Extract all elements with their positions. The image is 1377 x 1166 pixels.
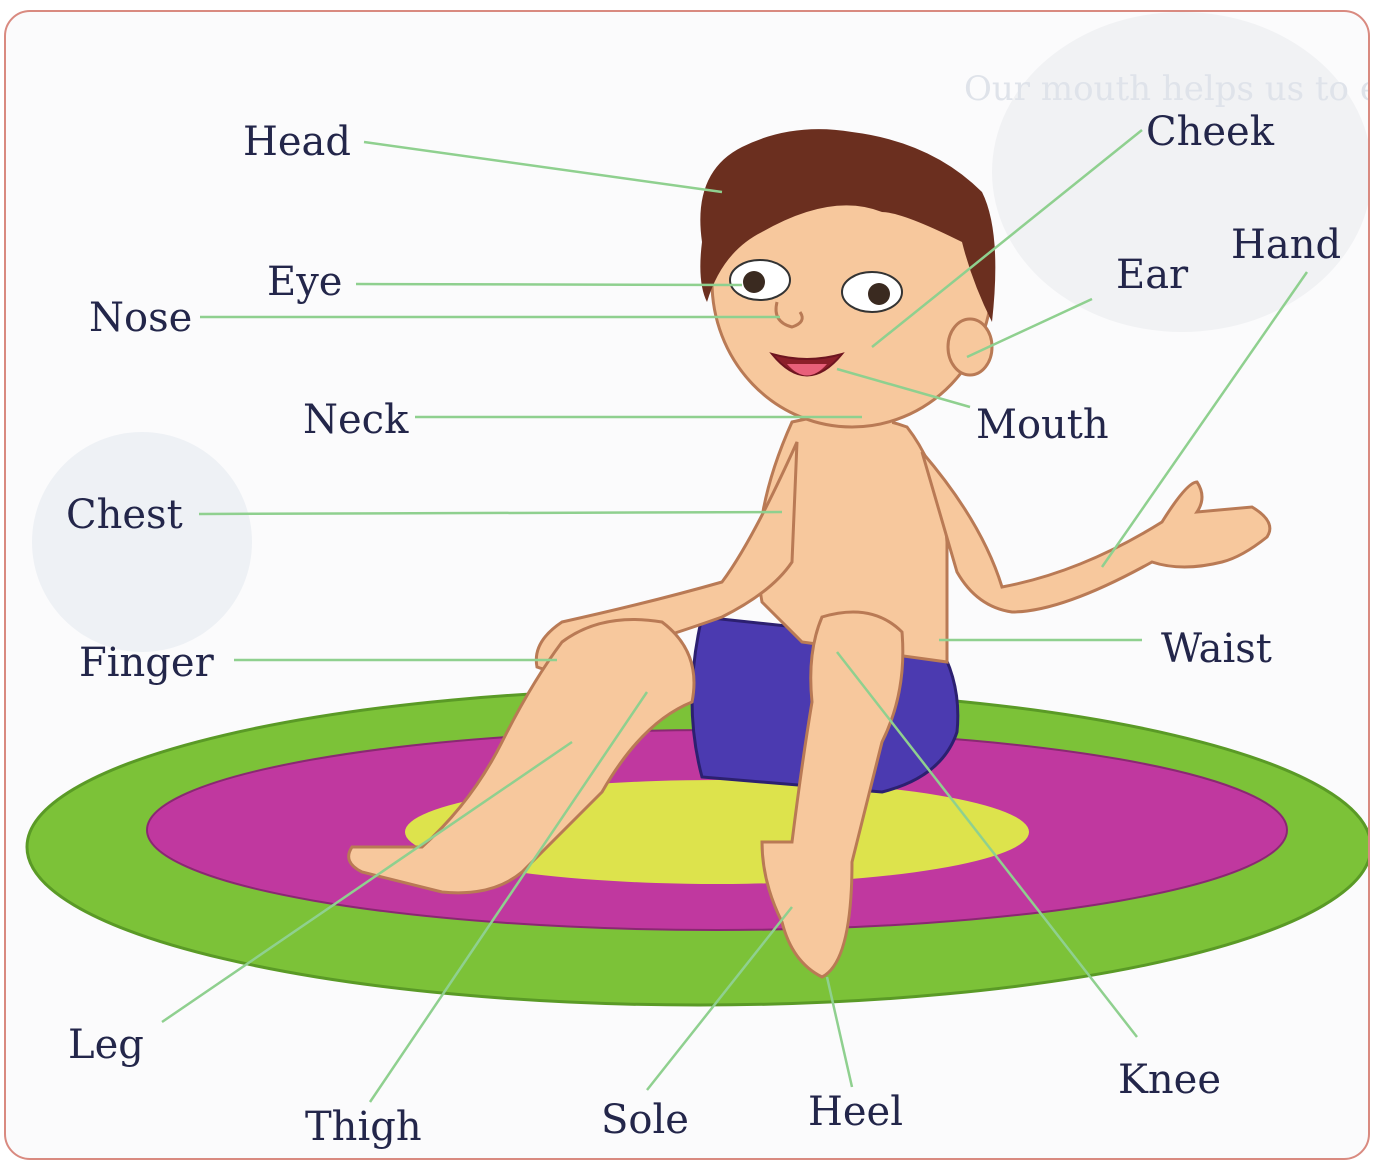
label-heel: Heel [808,1092,903,1132]
boy-illustration [6,12,1370,1160]
label-finger: Finger [79,643,214,683]
label-neck: Neck [303,400,408,440]
arm [922,452,1270,612]
label-waist: Waist [1161,629,1272,669]
label-sole: Sole [601,1100,689,1140]
label-leg: Leg [68,1025,144,1065]
background-text: Our mouth helps us to eat food and drink [964,72,1370,106]
label-knee: Knee [1118,1060,1221,1100]
background-blob [32,432,252,652]
diagram-frame: Our mouth helps us to eat food and drink… [4,10,1370,1160]
label-chest: Chest [66,495,183,535]
label-ear: Ear [1116,255,1188,295]
ear [948,319,992,375]
label-eye: Eye [267,262,342,302]
label-hand: Hand [1231,225,1341,265]
label-cheek: Cheek [1146,112,1274,152]
label-thigh: Thigh [305,1107,422,1147]
label-mouth: Mouth [976,405,1109,445]
label-nose: Nose [89,298,192,338]
label-head: Head [243,122,351,162]
